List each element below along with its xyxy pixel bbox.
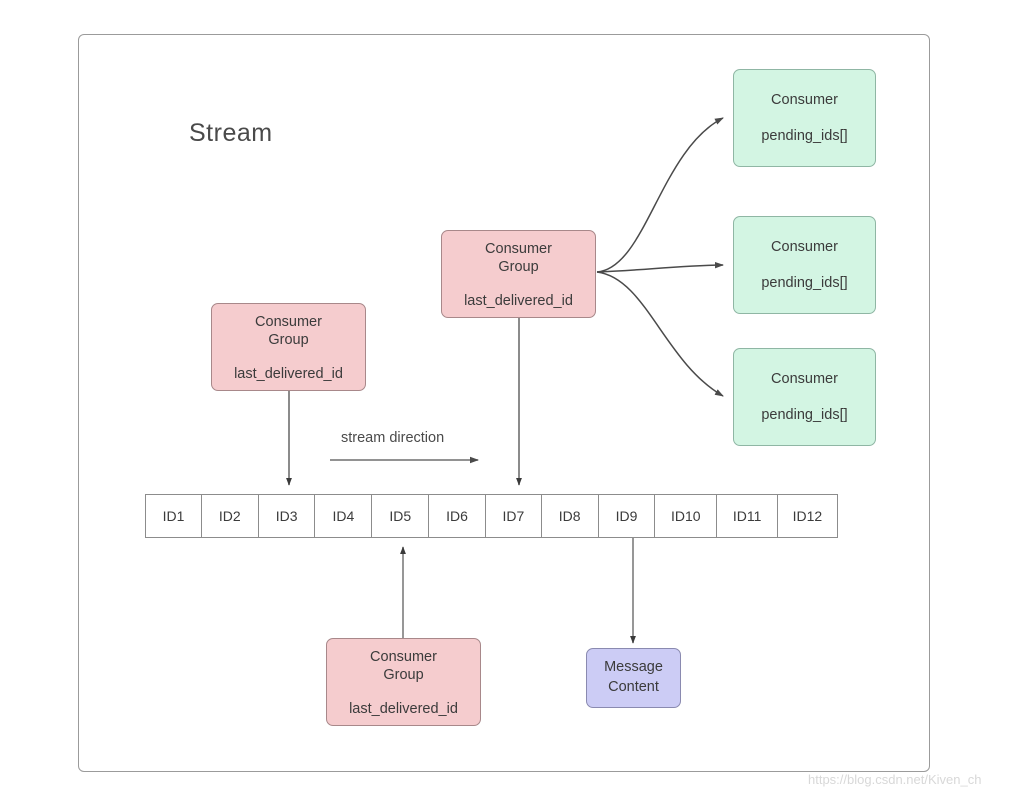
- message-content-box[interactable]: Message Content: [586, 648, 681, 708]
- consumer-2-title: Consumer: [771, 238, 838, 255]
- consumer-group-bottom-title-line1: Consumer: [370, 648, 437, 665]
- page-title: Stream: [189, 119, 273, 147]
- consumer-1-title: Consumer: [771, 91, 838, 108]
- stream-cell-id1[interactable]: ID1: [145, 494, 202, 538]
- message-content-line1: Message: [604, 659, 663, 676]
- consumer-group-middle-title-line2: Group: [498, 259, 539, 276]
- consumer-group-middle[interactable]: Consumer Group last_delivered_id: [441, 230, 596, 318]
- stream-cell-id4[interactable]: ID4: [314, 494, 373, 538]
- stream-cell-id6[interactable]: ID6: [428, 494, 487, 538]
- consumer-1-field: pending_ids[]: [761, 127, 848, 144]
- consumer-group-left-field: last_delivered_id: [234, 365, 343, 382]
- consumer-2-field: pending_ids[]: [761, 274, 848, 291]
- stream-cell-id5[interactable]: ID5: [371, 494, 430, 538]
- consumer-group-bottom[interactable]: Consumer Group last_delivered_id: [326, 638, 481, 726]
- consumer-group-left-title-line1: Consumer: [255, 313, 322, 330]
- consumer-group-bottom-field: last_delivered_id: [349, 700, 458, 717]
- stream-cell-id3[interactable]: ID3: [257, 494, 316, 538]
- consumer-group-bottom-title-line2: Group: [383, 667, 424, 684]
- stream-cell-id8[interactable]: ID8: [540, 494, 599, 538]
- stream-cell-id9[interactable]: ID9: [597, 494, 656, 538]
- consumer-3-field: pending_ids[]: [761, 406, 848, 423]
- consumer-2[interactable]: Consumer pending_ids[]: [733, 216, 876, 314]
- consumer-3[interactable]: Consumer pending_ids[]: [733, 348, 876, 446]
- stream-cell-id11[interactable]: ID11: [716, 494, 779, 538]
- stream-cell-id2[interactable]: ID2: [200, 494, 259, 538]
- stream-cell-id7[interactable]: ID7: [484, 494, 542, 538]
- watermark: https://blog.csdn.net/Kiven_ch: [808, 772, 982, 787]
- consumer-group-middle-title-line1: Consumer: [485, 240, 552, 257]
- consumer-group-left[interactable]: Consumer Group last_delivered_id: [211, 303, 366, 391]
- consumer-group-middle-field: last_delivered_id: [464, 292, 573, 309]
- consumer-1[interactable]: Consumer pending_ids[]: [733, 69, 876, 167]
- message-content-line2: Content: [608, 679, 659, 695]
- stream-cell-id12[interactable]: ID12: [776, 494, 838, 538]
- consumer-3-title: Consumer: [771, 370, 838, 387]
- stream-cell-id10[interactable]: ID10: [654, 494, 718, 538]
- stream-direction-label: stream direction: [341, 430, 445, 446]
- consumer-group-left-title-line2: Group: [268, 332, 309, 349]
